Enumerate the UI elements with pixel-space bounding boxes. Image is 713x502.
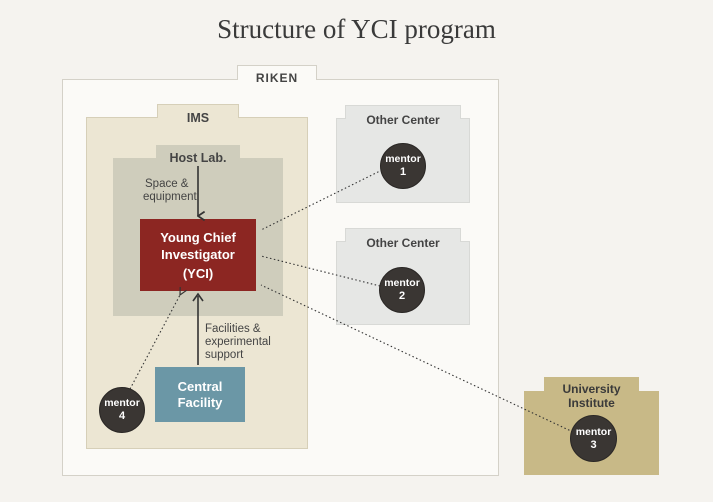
- mentor-1-label: mentor: [385, 153, 421, 165]
- yci-line3: (YCI): [182, 265, 214, 281]
- other-center-2-tab: [345, 228, 461, 242]
- riken-label: RIKEN: [255, 71, 299, 85]
- mentor-1-number: 1: [399, 166, 407, 178]
- ims-label: IMS: [186, 111, 210, 125]
- arrow-mentor1-to-yci: [260, 170, 382, 231]
- host-lab-label: Host Lab.: [169, 151, 227, 165]
- university-line1: University: [562, 382, 621, 396]
- riken-tab: [237, 65, 317, 80]
- facilities-line2: experimental: [205, 336, 271, 348]
- space-equipment-line1: Space &: [145, 178, 189, 190]
- central-facility-line1: Central: [177, 378, 223, 394]
- other-center-2-label: Other Center: [366, 236, 440, 250]
- mentor-4: mentor 4: [99, 387, 145, 433]
- university-tab: [544, 377, 639, 392]
- mentor-2-number: 2: [398, 290, 406, 302]
- arrow-mentor4-to-yci: [129, 295, 180, 390]
- mentor-4-number: 4: [118, 410, 126, 422]
- mentor-1: mentor 1: [380, 143, 426, 189]
- mentor-2-label: mentor: [384, 277, 420, 289]
- facilities-line1: Facilities &: [205, 323, 261, 335]
- arrow-mentor3-to-yci: [260, 284, 573, 432]
- mentor-2: mentor 2: [379, 267, 425, 313]
- host-lab-tab: [156, 145, 240, 159]
- university-line2: Institute: [568, 396, 615, 410]
- yci-box: Young Chief Investigator (YCI): [140, 219, 256, 291]
- mentor-3: mentor 3: [570, 415, 617, 462]
- arrow-mentor2-to-yci: [260, 255, 380, 286]
- facilities-support-label: Facilities & experimental support: [205, 323, 295, 362]
- yci-line2: Investigator: [161, 246, 235, 262]
- yci-line1: Young Chief: [160, 229, 236, 245]
- arrowhead-central-to-yci: [192, 292, 204, 302]
- mentor-3-label: mentor: [575, 425, 612, 438]
- mentor-3-number: 3: [590, 438, 597, 451]
- university-label: University Institute: [534, 382, 649, 410]
- central-facility-box: Central Facility: [155, 367, 245, 422]
- page-title: Structure of YCI program: [217, 14, 496, 44]
- space-equipment-line2: equipment: [143, 191, 197, 203]
- mentor-4-label: mentor: [104, 397, 140, 409]
- other-center-1-tab: [345, 105, 461, 119]
- other-center-1-label: Other Center: [366, 113, 440, 127]
- ims-tab: [157, 104, 239, 118]
- facilities-line3: support: [205, 349, 244, 361]
- central-facility-line2: Facility: [177, 394, 223, 410]
- space-equipment-label: Space & equipment: [143, 178, 203, 204]
